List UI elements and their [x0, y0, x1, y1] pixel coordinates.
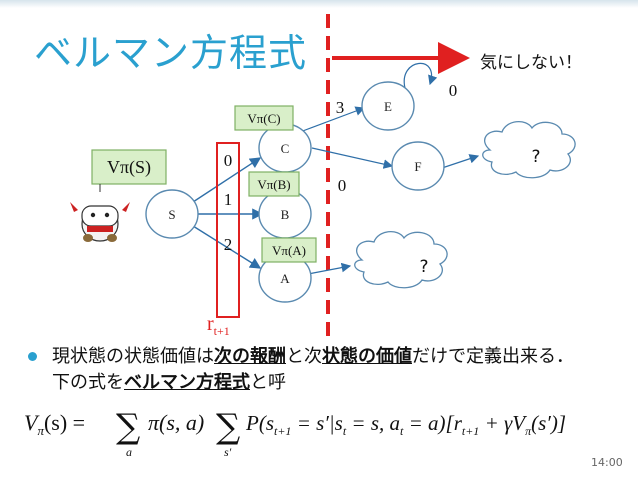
ignore-note: 気にしない！ — [480, 53, 582, 73]
bullet-emph-next-reward: 次の報酬 — [214, 346, 286, 367]
svg-text:a: a — [126, 445, 132, 459]
bullet-emph-state-value: 状態の価値 — [322, 346, 412, 367]
edge-a-cloud — [307, 262, 352, 275]
node-e — [361, 81, 415, 131]
slide-time: 14:00 — [591, 456, 623, 469]
node-e-label: E — [384, 99, 392, 114]
node-s-label: S — [168, 207, 175, 222]
svg-text:∑: ∑ — [116, 407, 140, 447]
bellman-equation: Vπ(s) = ∑ a π(s, a) ∑ s′ P(st+1 = s′|st … — [24, 407, 566, 459]
bullet-explanation: 現状態の状態価値は次の報酬と次状態の価値だけで定義出来る．下の式をベルマン方程式… — [28, 344, 588, 396]
bullet-part: だけで定義出来る．下の式を — [52, 346, 574, 393]
node-s — [145, 189, 199, 239]
svg-text:π(s, a): π(s, a) — [148, 410, 204, 435]
edge-e-self — [403, 62, 438, 89]
value-box-b-text: Vπ(B) — [257, 177, 290, 192]
reward-column-box — [216, 142, 240, 318]
slide-title: ベルマン方程式 — [34, 31, 308, 75]
svg-text:∑: ∑ — [216, 407, 240, 447]
robot-mascot-icon — [70, 184, 130, 242]
edge-c-e — [299, 106, 366, 133]
svg-text:Vπ(s) =: Vπ(s) = — [24, 410, 85, 438]
value-box-s: Vπ(S) — [91, 149, 167, 185]
cloud-top-label: ? — [531, 147, 540, 167]
value-box-c-text: Vπ(C) — [247, 111, 280, 126]
bullet-part: と次 — [286, 346, 322, 367]
top-band — [0, 0, 638, 8]
svg-text:s′: s′ — [224, 445, 232, 459]
node-f-label: F — [414, 159, 421, 174]
bullet-dot — [28, 352, 37, 361]
reward-self: 0 — [449, 81, 458, 100]
edge-s-c — [192, 157, 262, 203]
reward-e: 3 — [336, 98, 345, 117]
edge-s-a — [192, 225, 262, 269]
bullet-emph-bellman: ベルマン方程式 — [124, 372, 250, 393]
value-box-a-text: Vπ(A) — [272, 243, 306, 258]
value-box-c: Vπ(C) — [234, 105, 294, 131]
cloud-top: ? — [482, 121, 576, 179]
edge-c-f — [311, 147, 394, 169]
value-box-a: Vπ(A) — [261, 237, 317, 263]
reward-label: rt+1 — [207, 313, 230, 338]
bullet-part: 現状態の状態価値は — [52, 346, 214, 367]
node-f — [391, 141, 445, 191]
cloud-bottom-label: ? — [419, 257, 428, 277]
reward-f: 0 — [338, 176, 347, 195]
reward-c: 0 — [224, 151, 233, 170]
value-box-b: Vπ(B) — [248, 171, 300, 197]
svg-text:P(st+1 = s′|st = s, at = a)[rt: P(st+1 = s′|st = s, at = a)[rt+1 + γVπ(s… — [245, 411, 566, 438]
bullet-part: と呼 — [250, 372, 286, 393]
reward-a: 2 — [224, 235, 233, 254]
node-a-label: A — [280, 271, 290, 286]
value-box-s-text: Vπ(S) — [107, 157, 151, 178]
node-c-label: C — [281, 141, 290, 156]
bullet-text: 現状態の状態価値は次の報酬と次状態の価値だけで定義出来る．下の式をベルマン方程式… — [52, 344, 588, 396]
reward-b: 1 — [224, 190, 233, 209]
edge-f-cloud — [441, 154, 480, 169]
cloud-bottom: ? — [354, 231, 448, 289]
node-b-label: B — [281, 207, 290, 222]
